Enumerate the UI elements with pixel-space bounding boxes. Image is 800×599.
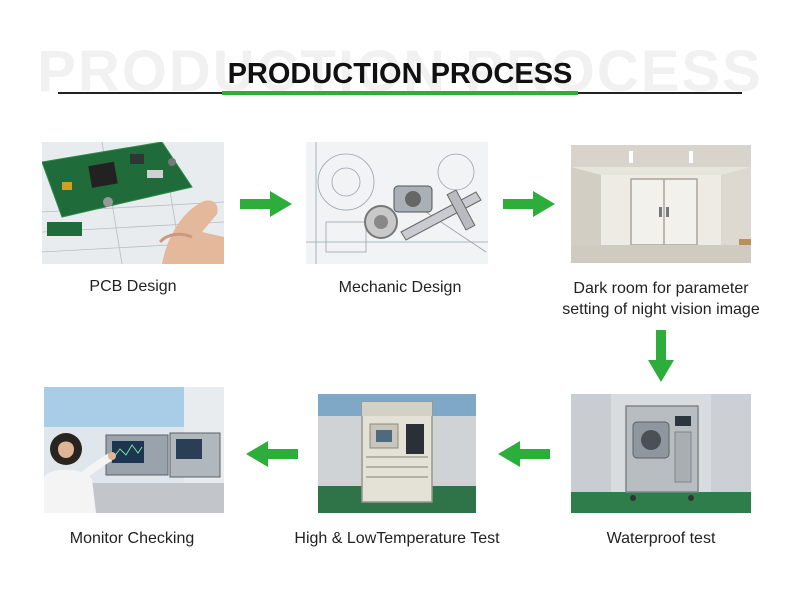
pcb-design-photo (42, 142, 224, 264)
page-title: PRODUCTION PROCESS (227, 58, 573, 90)
dark-room-photo (571, 145, 751, 263)
title-accent-bar (222, 91, 578, 95)
step-label-mechanic-design: Mechanic Design (338, 279, 462, 296)
arrow-down-icon (648, 330, 674, 382)
step-label-dark-room-line1: Dark room for parameter (573, 280, 749, 297)
arrow-left-icon (498, 441, 550, 467)
step-label-dark-room: Dark room for parameter setting of night… (548, 278, 774, 320)
waterproof-test-photo (571, 394, 751, 513)
arrow-left-icon (246, 441, 298, 467)
step-label-temperature-test: High & LowTemperature Test (294, 530, 500, 547)
mechanic-design-photo (306, 142, 488, 264)
arrow-right-icon (503, 191, 555, 217)
arrow-right-icon (240, 191, 292, 217)
temperature-test-photo (318, 394, 476, 513)
step-label-pcb-design: PCB Design (89, 278, 177, 295)
step-label-waterproof-test: Waterproof test (606, 530, 716, 547)
monitor-checking-photo (44, 387, 224, 513)
step-label-monitor-checking: Monitor Checking (69, 530, 195, 547)
step-label-dark-room-line2: setting of night vision image (562, 301, 760, 318)
